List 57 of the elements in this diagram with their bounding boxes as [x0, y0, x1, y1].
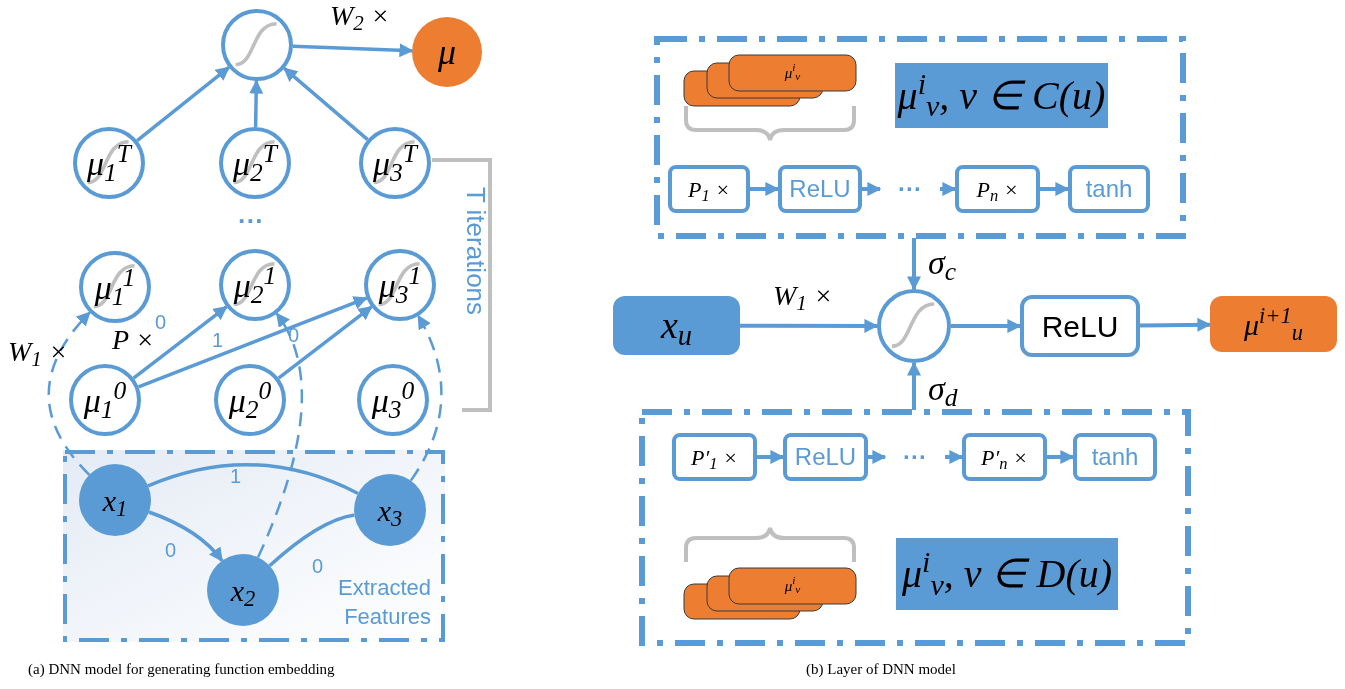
group-label: Extracted Features [337, 573, 431, 632]
arrow [136, 66, 230, 142]
edge-label: σ$_{c}$ [928, 246, 957, 280]
connector-line [147, 463, 359, 495]
arrow [907, 361, 921, 410]
weight-box: P$_{n}$ × [955, 165, 1040, 213]
subcaption: (a) DNN model for generating function embedding [28, 662, 335, 677]
arrow [868, 450, 887, 464]
edge-label: 1 [212, 330, 224, 350]
ellipsis: ··· [880, 165, 940, 213]
edge-label: W$_{1}$ × [773, 282, 833, 310]
weight-label: P × [112, 326, 155, 354]
connector-line [268, 513, 355, 568]
arrow [750, 182, 780, 196]
edge-label: 0 [155, 312, 167, 332]
arrow [757, 450, 785, 464]
edge-label: σ$_{d}$ [928, 372, 958, 406]
activation-box: ReLU [783, 433, 868, 481]
weight-label: W$_{1}$ × [8, 338, 68, 366]
weight-box: P′$_{n}$ × [962, 433, 1047, 481]
embedding-set-box: μ$^{i}$$_{v}$, v ∈ D(u) [896, 538, 1118, 610]
arrow [907, 238, 921, 291]
activation-box: tanh [1068, 165, 1150, 213]
input-box: x$_{u}$ [613, 296, 740, 355]
dashed-arrow [47, 311, 91, 476]
dashed-arrow [256, 312, 304, 558]
activation-box: ReLU [778, 165, 862, 213]
arrow [1139, 317, 1212, 332]
weight-box: P$_{1}$ × [668, 165, 750, 213]
weight-box: P′$_{1}$ × [672, 433, 757, 481]
arrow [283, 67, 369, 141]
subcaption: (b) Layer of DNN model [806, 662, 956, 677]
arrow [277, 305, 373, 380]
arrow [1040, 182, 1070, 196]
arrow [862, 182, 882, 196]
arrow [740, 318, 879, 333]
feature-group-box [63, 450, 445, 642]
edge-label: W$_{2}$ × [330, 2, 390, 30]
edge-label: 1 [230, 466, 242, 486]
activation-box: ReLU [1020, 295, 1140, 357]
arrow [940, 182, 957, 196]
embedding-set-box: μ$^{i}$$_{v}$, v ∈ C(u) [895, 63, 1108, 128]
arrow [951, 319, 1022, 333]
arrow [945, 450, 964, 464]
arrow [132, 305, 228, 380]
arrow [249, 79, 264, 128]
side-label: T iterations [463, 186, 490, 316]
arrow [137, 296, 368, 389]
arrow [292, 43, 414, 58]
dashed-arrow [409, 314, 443, 482]
ellipsis: ··· [885, 433, 945, 481]
edge-label: 0 [312, 556, 324, 576]
activation-box: tanh [1073, 433, 1157, 481]
arrow [148, 510, 224, 562]
arrow [1047, 450, 1075, 464]
ellipsis: ··· [238, 208, 264, 234]
edge-label: 0 [165, 540, 177, 560]
